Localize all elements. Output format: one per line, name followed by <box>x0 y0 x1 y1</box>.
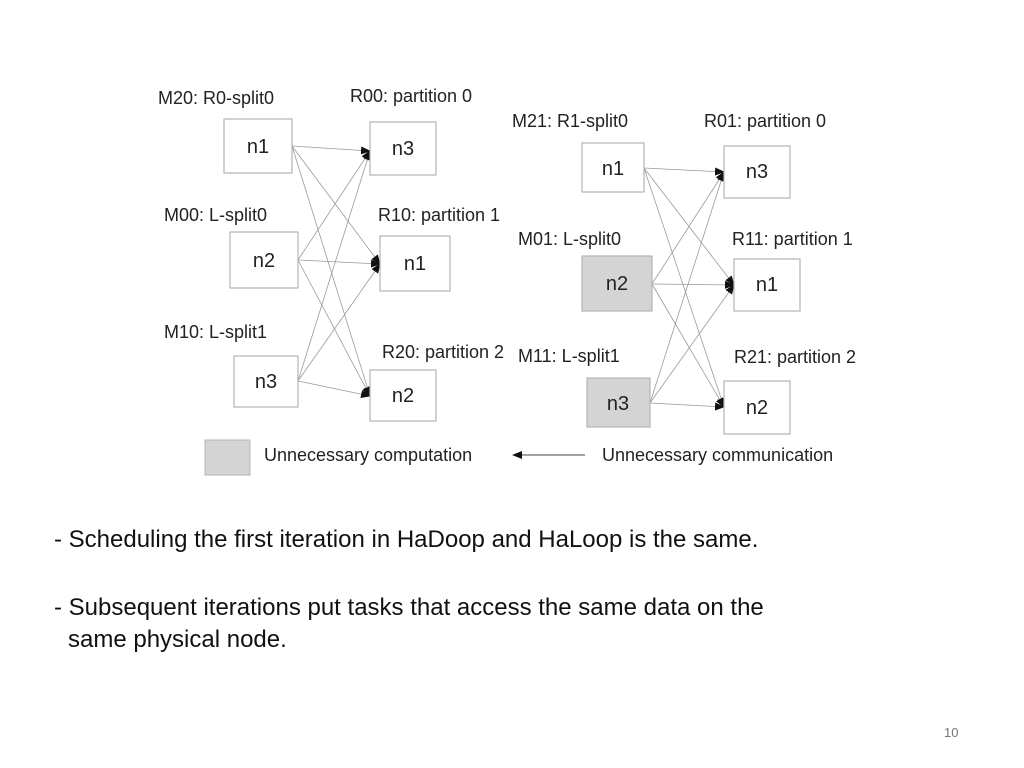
node-label: n2 <box>253 250 275 272</box>
shuffle-edge <box>297 150 372 382</box>
left-reduce-task-1: R10: partition 1 n1 <box>378 205 500 292</box>
task-label: R11: partition 1 <box>732 229 853 249</box>
shuffle-edge <box>297 259 371 397</box>
node-box <box>723 380 791 435</box>
task-label: R01: partition 0 <box>704 111 826 131</box>
node-label: n2 <box>606 273 628 295</box>
shuffle-edge <box>649 284 735 404</box>
shuffle-edge <box>649 171 726 404</box>
task-label: R10: partition 1 <box>378 205 500 225</box>
legend-computation-label: Unnecessary computation <box>264 445 472 465</box>
left-map-task-0: M20: R0-split0 n1 <box>158 88 293 174</box>
task-label: R00: partition 0 <box>350 86 472 106</box>
node-box <box>223 118 293 174</box>
node-box <box>379 235 451 292</box>
shuffle-edge <box>297 259 381 268</box>
node-box <box>233 355 299 408</box>
task-label: M11: L-split1 <box>518 346 620 366</box>
shuffle-edge <box>649 402 725 411</box>
node-label: n3 <box>746 161 768 183</box>
node-label: n1 <box>247 136 269 158</box>
node-box <box>586 377 651 428</box>
shuffle-edge <box>291 145 372 397</box>
bullet-1: - Scheduling the first iteration in HaDo… <box>54 524 954 556</box>
shuffle-edge <box>651 280 735 289</box>
page-number: 10 <box>944 725 959 740</box>
bullet-2-continuation: same physical node. <box>68 626 287 653</box>
legend-arrowhead-icon <box>512 451 522 459</box>
shuffle-edge <box>291 145 371 155</box>
right-reduce-task-0: R01: partition 0 n3 <box>704 111 826 199</box>
edge-group <box>291 145 735 411</box>
task-label: M01: L-split0 <box>518 229 621 249</box>
shuffle-edge <box>651 283 725 408</box>
task-label: R21: partition 2 <box>734 347 856 367</box>
task-label: M00: L-split0 <box>164 205 267 225</box>
right-map-task-1: M01: L-split0 n2 <box>518 229 653 312</box>
shuffle-edge <box>297 380 371 399</box>
right-map-task-2: M11: L-split1 n3 <box>518 346 651 428</box>
shuffle-edge <box>643 167 725 176</box>
legend: Unnecessary computation Unnecessary comm… <box>204 439 833 476</box>
node-label: n1 <box>404 253 426 275</box>
legend-communication-label: Unnecessary communication <box>602 445 833 465</box>
legend-swatch <box>204 439 251 476</box>
node-label: n3 <box>392 138 414 160</box>
shuffle-edge <box>291 145 381 265</box>
bullet-1-text: - Scheduling the first iteration in HaDo… <box>54 526 759 553</box>
node-box <box>581 142 645 193</box>
node-label: n2 <box>392 385 414 407</box>
left-reduce-task-0: R00: partition 0 n3 <box>350 86 472 176</box>
node-box <box>369 121 437 176</box>
bullet-2: - Subsequent iterations put tasks that a… <box>54 592 954 656</box>
shuffle-edge <box>297 263 381 382</box>
shuffle-edge <box>643 167 725 408</box>
task-label: R20: partition 2 <box>382 342 504 362</box>
node-label: n2 <box>746 397 768 419</box>
node-box <box>369 369 437 422</box>
left-map-task-1: M00: L-split0 n2 <box>164 205 299 289</box>
node-box <box>723 145 791 199</box>
task-label: M10: L-split1 <box>164 322 267 342</box>
task-label: M20: R0-split0 <box>158 88 274 108</box>
right-reduce-task-2: R21: partition 2 n2 <box>723 347 856 435</box>
node-box <box>581 255 653 312</box>
right-reduce-task-1: R11: partition 1 n1 <box>732 229 853 312</box>
shuffle-edge <box>651 171 725 285</box>
node-box <box>229 231 299 289</box>
node-label: n1 <box>602 158 624 180</box>
node-box <box>733 258 801 312</box>
scheduling-diagram: M20: R0-split0 n1 M00: L-split0 n2 M10: … <box>158 86 856 476</box>
node-label: n3 <box>255 371 277 393</box>
bullet-2-text: - Subsequent iterations put tasks that a… <box>54 594 764 621</box>
right-map-task-0: M21: R1-split0 n1 <box>512 111 645 193</box>
left-map-task-2: M10: L-split1 n3 <box>164 322 299 408</box>
left-reduce-task-2: R20: partition 2 n2 <box>369 342 504 422</box>
task-label: M21: R1-split0 <box>512 111 628 131</box>
node-label: n1 <box>756 274 778 296</box>
shuffle-edge <box>297 150 371 261</box>
node-label: n3 <box>607 393 629 415</box>
